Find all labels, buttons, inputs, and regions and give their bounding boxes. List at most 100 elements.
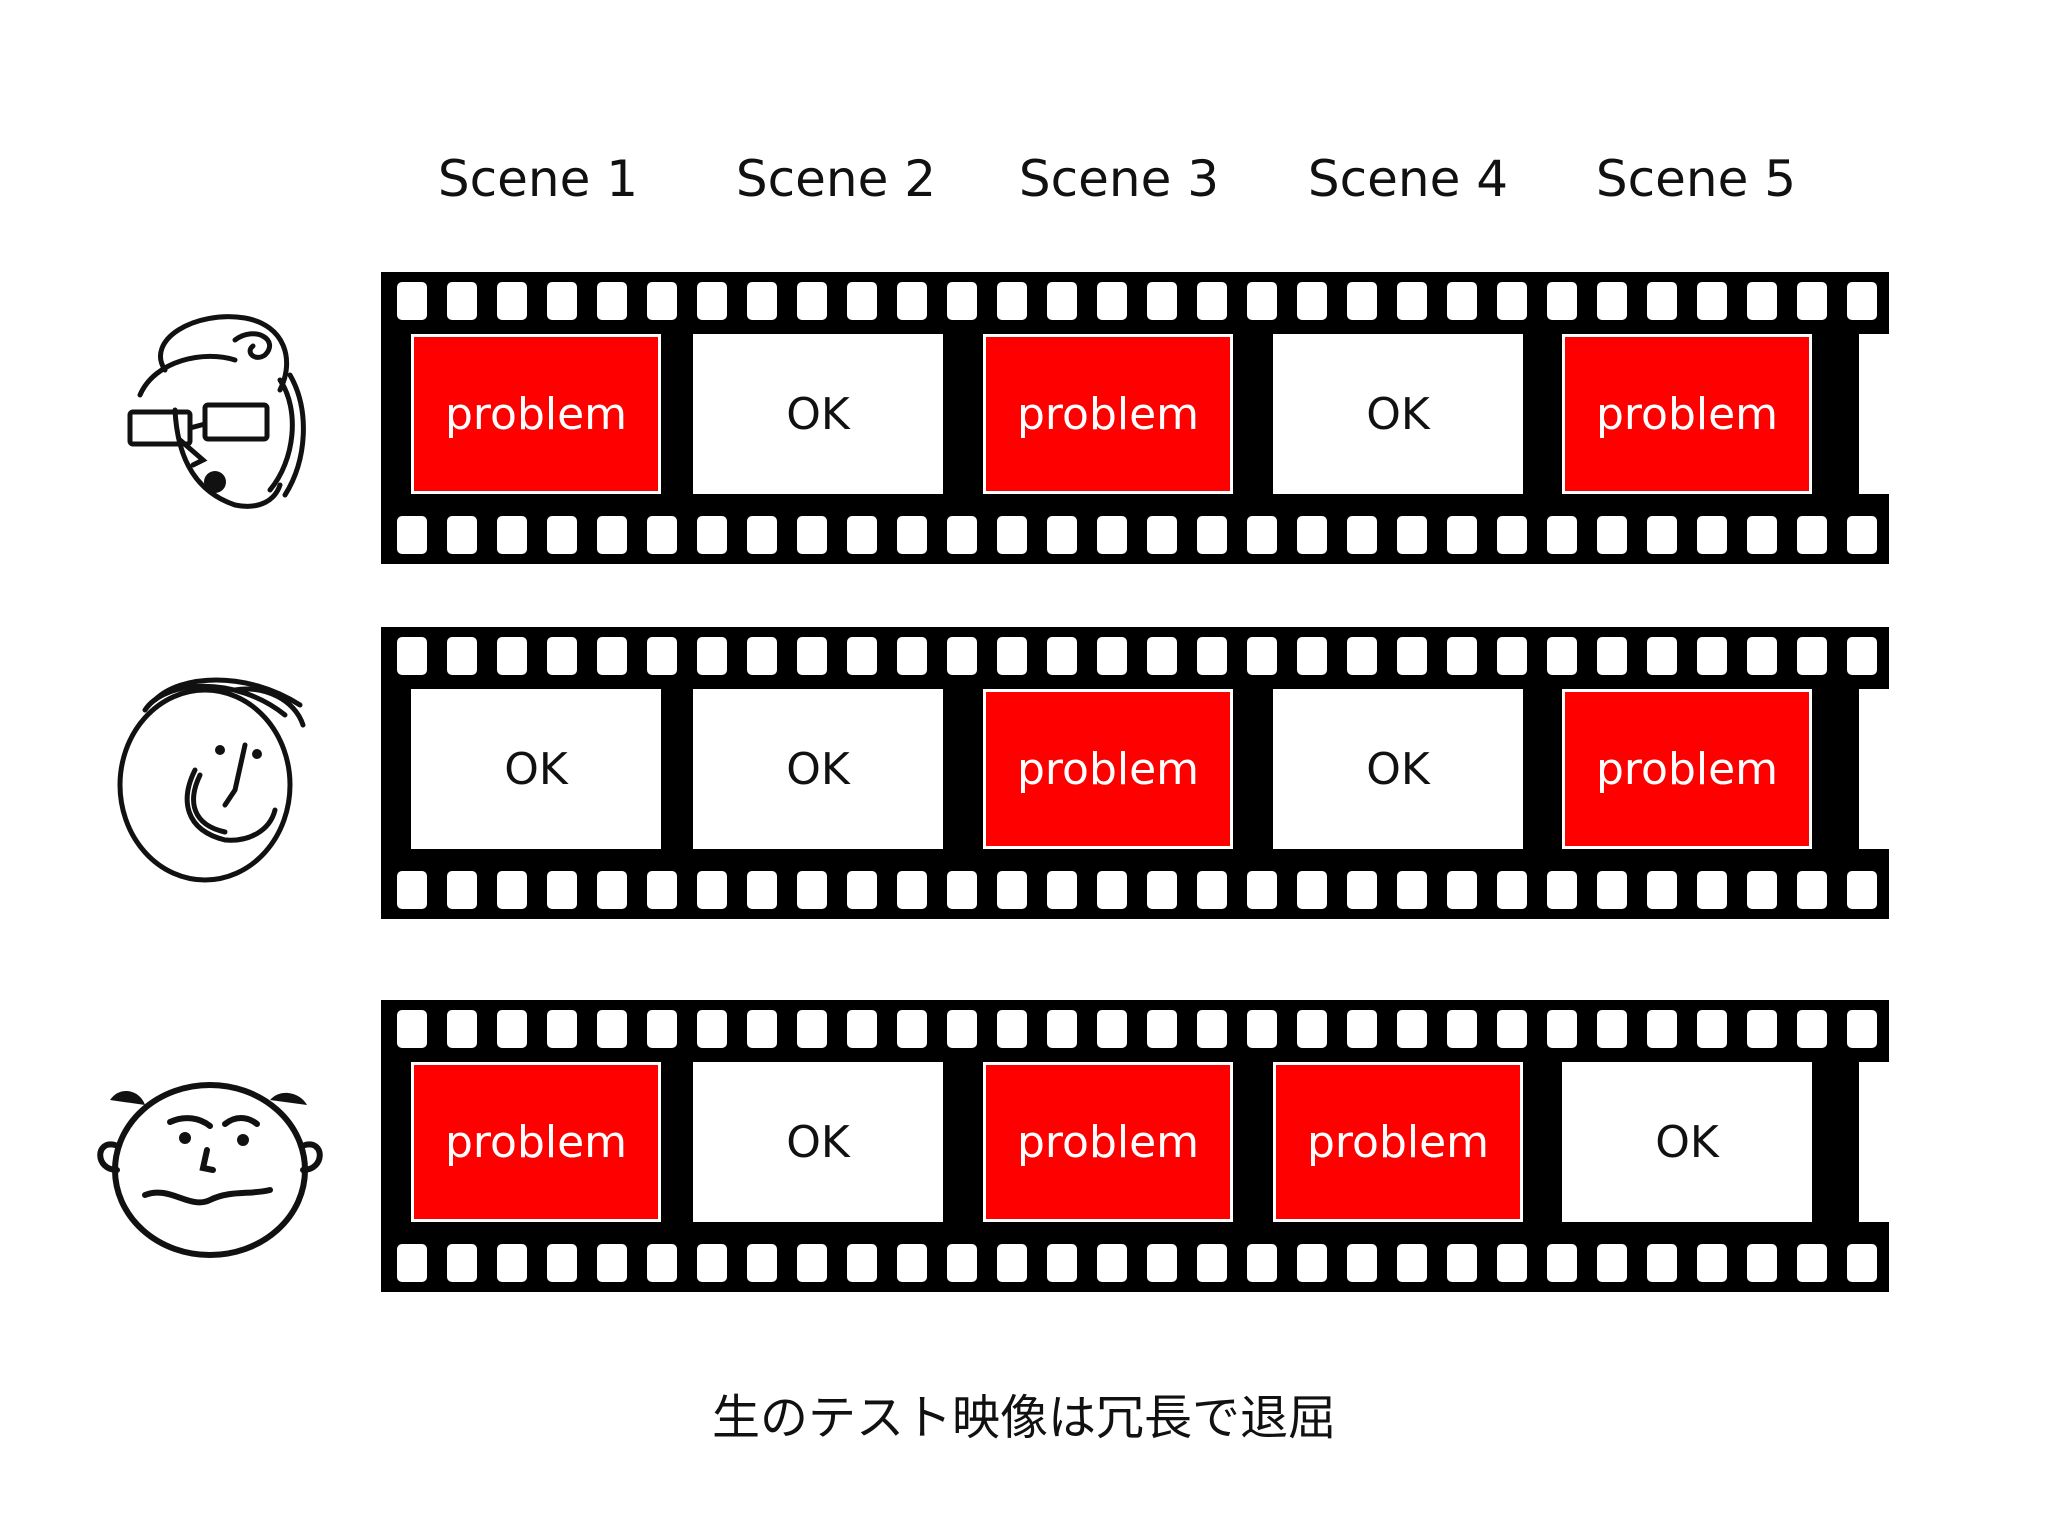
- sprocket-hole: [497, 282, 527, 320]
- sprocket-hole: [697, 871, 727, 909]
- sprocket-hole: [847, 1244, 877, 1282]
- sprocket-hole: [1697, 871, 1727, 909]
- sprocket-hole: [1147, 516, 1177, 554]
- frowning-bald-face-icon: [97, 1082, 323, 1258]
- sprocket-hole: [697, 637, 727, 675]
- scene-frame: problem: [983, 1062, 1233, 1222]
- scene-frame: OK: [693, 689, 943, 849]
- sprocket-hole: [1547, 871, 1577, 909]
- scene-frame: OK: [411, 689, 661, 849]
- sprocket-hole: [1347, 1010, 1377, 1048]
- sprocket-holes-bottom: [381, 871, 1889, 909]
- sprocket-hole: [1047, 637, 1077, 675]
- sprocket-hole: [847, 1010, 877, 1048]
- sprocket-hole: [1797, 282, 1827, 320]
- sprocket-hole: [1547, 282, 1577, 320]
- film-strip-1: problem OK problem OK problem: [381, 272, 1889, 564]
- sprocket-hole: [947, 871, 977, 909]
- sprocket-hole: [947, 516, 977, 554]
- scene-frame: problem: [411, 1062, 661, 1222]
- strip-end-gap: [1859, 1062, 1889, 1222]
- sprocket-hole: [747, 516, 777, 554]
- sprocket-hole: [1447, 282, 1477, 320]
- scene-header-3: Scene 3: [1018, 150, 1220, 208]
- sprocket-hole: [597, 282, 627, 320]
- scene-frame: problem: [983, 334, 1233, 494]
- sprocket-hole: [1347, 282, 1377, 320]
- sprocket-holes-top: [381, 282, 1889, 320]
- sprocket-hole: [1547, 1010, 1577, 1048]
- sprocket-hole: [1497, 871, 1527, 909]
- sprocket-hole: [1447, 1244, 1477, 1282]
- sprocket-hole: [1147, 637, 1177, 675]
- sprocket-holes-top: [381, 1010, 1889, 1048]
- sprocket-hole: [1047, 871, 1077, 909]
- scene-frame: problem: [1562, 334, 1812, 494]
- scene-header-5: Scene 5: [1595, 150, 1797, 208]
- sprocket-hole: [447, 871, 477, 909]
- sprocket-hole: [997, 871, 1027, 909]
- strip-end-gap: [1859, 689, 1889, 849]
- sprocket-hole: [1647, 637, 1677, 675]
- sprocket-hole: [1497, 516, 1527, 554]
- sprocket-hole: [797, 871, 827, 909]
- sprocket-hole: [647, 516, 677, 554]
- sprocket-hole: [397, 282, 427, 320]
- sprocket-hole: [947, 1010, 977, 1048]
- sprocket-hole: [647, 637, 677, 675]
- sprocket-hole: [1497, 637, 1527, 675]
- sprocket-hole: [1697, 282, 1727, 320]
- sprocket-hole: [647, 1010, 677, 1048]
- sprocket-hole: [697, 1010, 727, 1048]
- sprocket-hole: [1197, 637, 1227, 675]
- sprocket-hole: [747, 1244, 777, 1282]
- sprocket-hole: [1397, 282, 1427, 320]
- sprocket-hole: [397, 637, 427, 675]
- scene-frame: problem: [1273, 1062, 1523, 1222]
- sprocket-hole: [1797, 1010, 1827, 1048]
- sprocket-hole: [1197, 1244, 1227, 1282]
- sprocket-hole: [1547, 516, 1577, 554]
- sprocket-hole: [497, 516, 527, 554]
- sprocket-holes-bottom: [381, 1244, 1889, 1282]
- sprocket-hole: [497, 637, 527, 675]
- sprocket-hole: [1697, 516, 1727, 554]
- sprocket-hole: [397, 1010, 427, 1048]
- sprocket-hole: [597, 871, 627, 909]
- sprocket-hole: [547, 516, 577, 554]
- sprocket-hole: [1747, 1010, 1777, 1048]
- sprocket-hole: [847, 871, 877, 909]
- sprocket-hole: [1797, 871, 1827, 909]
- smiling-messy-hair-face-icon: [117, 677, 306, 883]
- scene-frame: OK: [1273, 689, 1523, 849]
- scene-frame: problem: [1562, 689, 1812, 849]
- sprocket-hole: [1647, 1244, 1677, 1282]
- sprocket-hole: [1747, 637, 1777, 675]
- sprocket-hole: [1247, 637, 1277, 675]
- sprocket-hole: [647, 1244, 677, 1282]
- sprocket-hole: [1697, 637, 1727, 675]
- sprocket-hole: [1497, 282, 1527, 320]
- sprocket-hole: [447, 637, 477, 675]
- sprocket-hole: [397, 1244, 427, 1282]
- sprocket-hole: [1447, 516, 1477, 554]
- sprocket-hole: [1747, 1244, 1777, 1282]
- scene-header-1: Scene 1: [437, 150, 639, 208]
- sprocket-hole: [1097, 282, 1127, 320]
- sprocket-hole: [547, 282, 577, 320]
- sprocket-hole: [1197, 871, 1227, 909]
- sprocket-hole: [897, 516, 927, 554]
- sprocket-hole: [547, 637, 577, 675]
- sprocket-hole: [697, 516, 727, 554]
- sprocket-hole: [1247, 282, 1277, 320]
- film-strip-3: problem OK problem problem OK: [381, 1000, 1889, 1292]
- sprocket-hole: [1147, 1010, 1177, 1048]
- sprocket-hole: [547, 1244, 577, 1282]
- sprocket-hole: [1797, 1244, 1827, 1282]
- sprocket-hole: [1097, 871, 1127, 909]
- sprocket-hole: [947, 1244, 977, 1282]
- sprocket-hole: [1747, 516, 1777, 554]
- sprocket-hole: [1297, 871, 1327, 909]
- sprocket-hole: [1747, 871, 1777, 909]
- sprocket-hole: [897, 637, 927, 675]
